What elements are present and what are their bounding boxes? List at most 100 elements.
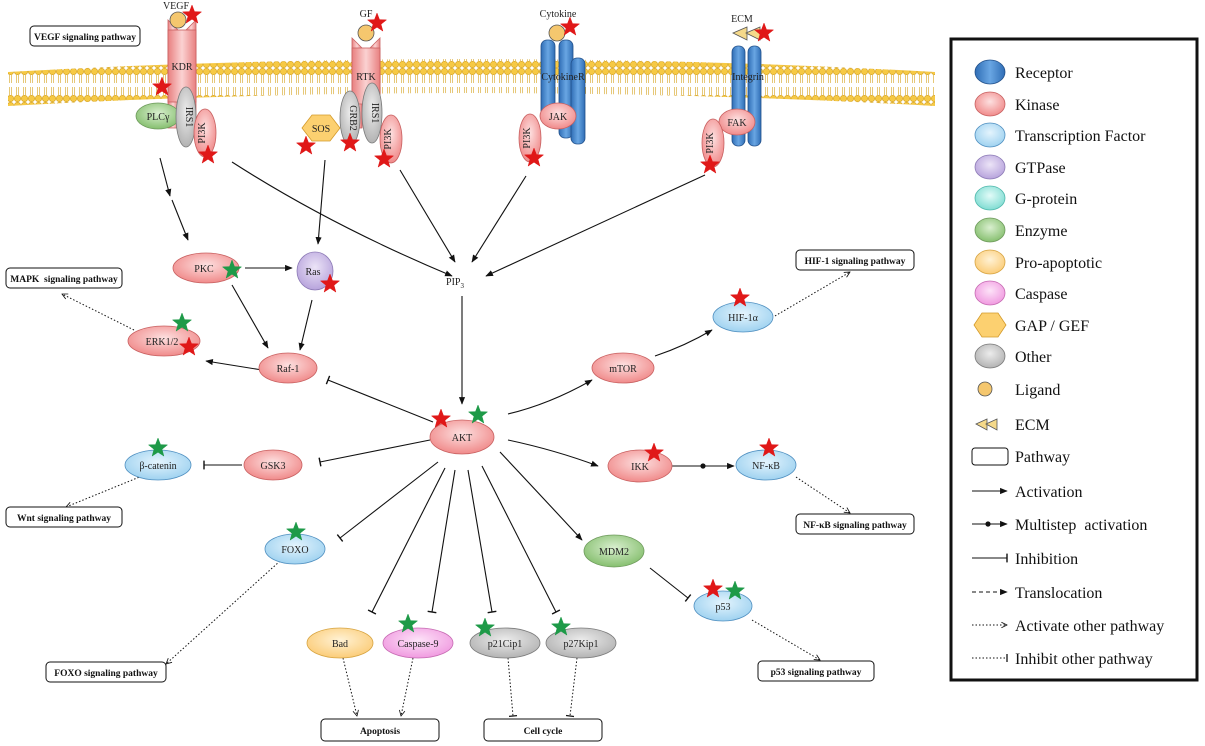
foxo-label: FOXO — [281, 545, 308, 556]
pi3k-node-a: PI3K — [193, 108, 217, 158]
ecm-ligand: ECM — [731, 14, 761, 41]
star-icon-casp9 — [397, 613, 419, 633]
irs1-node-b: IRS1 — [361, 82, 383, 144]
edge-plcg-pkc-1 — [159, 157, 172, 197]
hif1a-label: HIF-1α — [728, 313, 758, 324]
fak-label: FAK — [727, 118, 747, 129]
legend-label-inhibition: Inhibition — [1015, 551, 1078, 568]
pkc-label: PKC — [194, 264, 214, 275]
edge-ras-raf — [298, 299, 313, 351]
star-icon-cytokine — [559, 16, 581, 36]
p21-label: p21Cip1 — [488, 639, 522, 650]
pathway-box-apoptosis: Apoptosis — [320, 718, 440, 742]
grb2-label: GRB2 — [347, 105, 358, 131]
foxo-node: FOXO — [264, 533, 326, 565]
legend-ecm-icon — [975, 418, 998, 431]
edge-casp9-apoptosis — [401, 657, 414, 716]
pathway-box-hif1: HIF-1 signaling pathway — [795, 249, 915, 271]
erk-label: ERK1/2 — [146, 337, 179, 348]
legend-label-kinase: Kinase — [1015, 97, 1059, 114]
p21-node: p21Cip1 — [469, 627, 541, 659]
gsk3-label: GSK3 — [260, 461, 285, 472]
nfkb-node: NF-κB — [735, 449, 797, 481]
star-icon-kdr — [151, 76, 173, 96]
legend-label-multistep: Multistep activation — [1015, 517, 1147, 534]
star-icon-ecm — [753, 22, 775, 42]
pathway-box-apoptosis-label: Apoptosis — [360, 727, 400, 737]
star-icon-p53-green — [724, 580, 746, 600]
pi3k-label-b: PI3K — [383, 128, 394, 150]
ras-label: Ras — [306, 267, 321, 278]
mtor-node: mTOR — [591, 352, 655, 384]
pathway-box-cellcycle-label: Cell cycle — [524, 727, 563, 737]
kdr-label: KDR — [171, 62, 192, 73]
vegf-ligand-label: VEGF — [163, 1, 190, 12]
legend-label-ligand: Ligand — [1015, 382, 1060, 399]
legend-label-ecm: ECM — [1015, 417, 1050, 434]
edge-akt-foxo — [336, 461, 439, 542]
pi3k-node-b: PI3K — [379, 114, 403, 164]
ikk-node: IKK — [607, 449, 673, 483]
pathway-box-mapk-label: MAPK signaling pathway — [10, 275, 118, 285]
cytokine-ligand-label: Cytokine — [540, 9, 577, 20]
pathway-box-wnt: Wnt signaling pathway — [5, 506, 123, 528]
gf-ligand-label: GF — [360, 9, 373, 20]
edge-pi3k-pip3-b — [399, 169, 456, 263]
star-icon-nfkb — [758, 437, 780, 457]
p27-label: p27Kip1 — [564, 639, 599, 650]
star-icon-pi3k-b — [373, 148, 395, 168]
gsk3-node: GSK3 — [243, 449, 303, 481]
edge-hif-hif1box — [774, 272, 850, 317]
pathway-box-p53: p53 signaling pathway — [757, 660, 875, 682]
cytokine-ligand: Cytokine — [540, 9, 577, 42]
star-icon-hif1a — [729, 287, 751, 307]
edge-pi3k-pip3-d — [485, 174, 706, 277]
edge-p53-p53box — [751, 619, 820, 660]
star-icon-p27 — [550, 616, 572, 636]
edge-mtor-hif — [654, 329, 713, 357]
akt-node: AKT — [429, 419, 495, 455]
ecm-ligand-label: ECM — [731, 14, 753, 25]
pip3-node: PIP3 — [446, 277, 464, 290]
edge-akt-p21 — [467, 469, 497, 614]
cytokine-receptor-label: CytokineR — [541, 72, 585, 83]
legend-label-activate-other: Activate other pathway — [1015, 618, 1164, 635]
pip3-label: PIP3 — [446, 277, 464, 290]
legend-ligand-icon — [977, 381, 993, 397]
star-icon-gf — [366, 12, 388, 32]
cell-membrane — [8, 59, 935, 106]
star-icon-pkc — [221, 259, 243, 279]
irs1-label-a: IRS1 — [183, 107, 194, 128]
nfkb-label: NF-κB — [752, 461, 780, 472]
legend-gtpase-icon — [974, 154, 1006, 180]
jak-node: JAK — [539, 102, 577, 130]
star-icon-sos — [295, 135, 317, 155]
pathway-box-hif1-label: HIF-1 signaling pathway — [805, 257, 906, 267]
sos-node: SOS — [301, 114, 341, 142]
pathway-box-foxo-label: FOXO signaling pathway — [54, 669, 158, 679]
edge-p27-cellcycle — [565, 657, 578, 718]
casp9-node: Caspase-9 — [382, 627, 454, 659]
legend-pathway-box-icon — [971, 447, 1009, 466]
pathway-box-foxo: FOXO signaling pathway — [45, 661, 167, 683]
sos-label: SOS — [312, 124, 330, 135]
star-icon-p53-red — [702, 578, 724, 598]
casp9-label: Caspase-9 — [397, 639, 438, 650]
star-icon-foxo — [285, 521, 307, 541]
edge-akt-gsk3 — [318, 439, 431, 467]
mutation-stars — [147, 4, 780, 637]
legend-gprotein-icon — [974, 185, 1006, 211]
p53-label: p53 — [716, 602, 731, 613]
edge-akt-casp9 — [427, 469, 456, 614]
erk-node: ERK1/2 — [127, 325, 201, 357]
star-icon-bcatenin — [147, 437, 169, 457]
rtk-label: RTK — [356, 72, 376, 83]
legend-gap-gef-hexagon-icon — [973, 312, 1007, 338]
pathway-box-mapk: MAPK signaling pathway — [5, 267, 123, 289]
edge-erk-mapk — [62, 293, 135, 331]
edge-sos-ras — [315, 159, 326, 245]
edge-plcg-pkc-2 — [171, 199, 189, 241]
star-icon-akt-left — [430, 408, 452, 428]
fak-node: FAK — [718, 108, 756, 136]
pi3k-node-d: PI3K — [701, 118, 725, 168]
